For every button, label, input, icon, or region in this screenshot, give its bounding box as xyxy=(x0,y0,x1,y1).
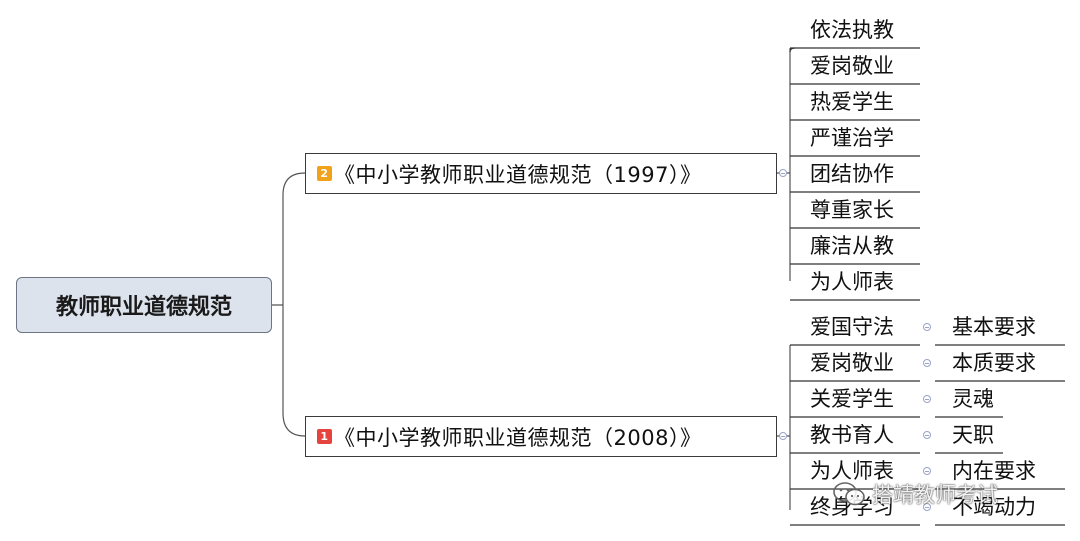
branch-label-1997: 《中小学教师职业道德规范（1997）》 xyxy=(334,162,702,187)
priority-badge-2: 2 xyxy=(317,166,332,181)
leaf-1997-1[interactable]: 依法执教 xyxy=(810,18,894,42)
note-2008-3[interactable]: 灵魂 xyxy=(952,387,994,411)
leaf-1997-6[interactable]: 尊重家长 xyxy=(810,198,894,222)
collapse-toggle-1997[interactable] xyxy=(779,169,787,177)
leaf-2008-5[interactable]: 为人师表 xyxy=(810,459,894,483)
leaf-1997-8[interactable]: 为人师表 xyxy=(810,270,894,294)
collapse-toggle-2008[interactable] xyxy=(779,432,787,440)
leaf-1997-2[interactable]: 爱岗敬业 xyxy=(810,54,894,78)
collapse-toggle-leaf-1[interactable] xyxy=(923,323,931,331)
wechat-icon xyxy=(833,482,865,506)
collapse-toggle-leaf-2[interactable] xyxy=(923,359,931,367)
collapse-toggle-leaf-4[interactable] xyxy=(923,431,931,439)
collapse-toggle-leaf-3[interactable] xyxy=(923,395,931,403)
priority-badge-1: 1 xyxy=(317,429,332,444)
leaf-1997-4[interactable]: 严谨治学 xyxy=(810,126,894,150)
root-node[interactable]: 教师职业道德规范 xyxy=(16,277,272,333)
watermark: 搭靖教师考试 xyxy=(832,478,998,510)
leaf-1997-7[interactable]: 廉洁从教 xyxy=(810,234,894,258)
branch-node-1997[interactable]: 2 《中小学教师职业道德规范（1997）》 xyxy=(305,153,777,194)
branch-label-2008: 《中小学教师职业道德规范（2008）》 xyxy=(334,425,702,450)
watermark-text: 搭靖教师考试 xyxy=(872,483,998,507)
leaf-2008-2[interactable]: 爱岗敬业 xyxy=(810,351,894,375)
leaf-2008-1[interactable]: 爱国守法 xyxy=(810,315,894,339)
leaf-2008-4[interactable]: 教书育人 xyxy=(810,423,894,447)
note-2008-4[interactable]: 天职 xyxy=(952,423,994,447)
note-2008-5[interactable]: 内在要求 xyxy=(952,459,1036,483)
note-2008-2[interactable]: 本质要求 xyxy=(952,351,1036,375)
collapse-toggle-leaf-6[interactable] xyxy=(923,503,931,511)
collapse-toggle-leaf-5[interactable] xyxy=(923,467,931,475)
leaf-1997-5[interactable]: 团结协作 xyxy=(810,162,894,186)
root-label: 教师职业道德规范 xyxy=(55,295,232,320)
note-2008-6[interactable]: 不竭动力 xyxy=(952,495,1036,519)
leaf-2008-3[interactable]: 关爱学生 xyxy=(810,387,894,411)
leaf-1997-3[interactable]: 热爱学生 xyxy=(810,90,894,114)
branch-node-2008[interactable]: 1 《中小学教师职业道德规范（2008）》 xyxy=(305,416,777,457)
note-2008-1[interactable]: 基本要求 xyxy=(952,315,1036,339)
